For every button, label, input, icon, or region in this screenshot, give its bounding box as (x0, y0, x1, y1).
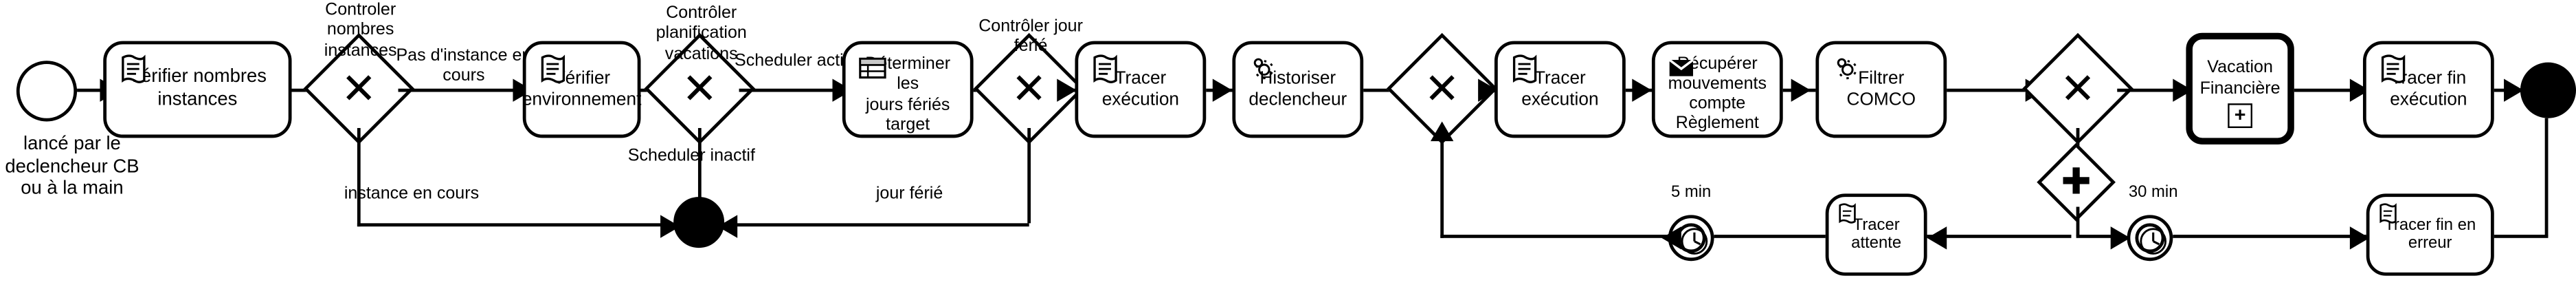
task-recuperer-mouvements-compte-reglement[interactable]: Récupérer mouvements compte Règlement (1651, 41, 1783, 138)
end-event-fill (2528, 70, 2568, 110)
arrowhead (1632, 78, 1652, 102)
send-task-icon (1665, 52, 1698, 85)
arrowhead (1661, 226, 1681, 250)
task-label: Tracer fin exécution (2390, 68, 2467, 109)
gateway-parallel[interactable]: ✚ (2037, 142, 2116, 222)
flow-gw3-down (1027, 128, 1031, 224)
task-label: Tracer attente (1851, 215, 1902, 253)
start-event[interactable] (16, 61, 78, 122)
end-event-fill (682, 205, 717, 240)
task-verifier-environnement[interactable]: Vérifier environnement (522, 41, 641, 138)
script-task-icon (2376, 202, 2399, 224)
task-label: Tracer exécution (1521, 68, 1599, 109)
flow-label-scheduler-actif: Scheduler actif (735, 50, 849, 71)
gateway-exclusive-icon: ✕ (1011, 63, 1047, 113)
task-label: Filtrer COMCO (1846, 68, 1916, 109)
flow-right-up-to-end (2544, 118, 2549, 237)
task-tracer-attente[interactable]: Tracer attente (1825, 193, 1927, 276)
timer-30min-label: 30 min (2128, 184, 2178, 202)
task-tracer-fin-en-erreur[interactable]: Tracer fin en erreur (2366, 193, 2494, 276)
flow-timer-30min-to-tracer-fin-erreur (2173, 235, 2366, 239)
arrowhead (1927, 226, 1947, 250)
timer-5min-label: 5 min (1670, 184, 1712, 202)
flow-gw1-to-verifier-environnement (398, 88, 523, 93)
script-task-icon (116, 52, 149, 85)
flow-junction-to-tracer-attente (1927, 235, 2072, 239)
flow-label-instance-en-cours: instance en cours (344, 184, 480, 204)
arrowhead (1478, 78, 1498, 102)
arrowhead (1791, 78, 1811, 102)
flow-tracer-fin-erreur-right (2494, 235, 2549, 239)
timer-outer-ring (2135, 223, 2165, 253)
gateway-exclusive-icon: ✕ (1424, 63, 1460, 113)
task-label: Historiser declencheur (1248, 68, 1347, 109)
flow-filtrer-to-gw-split (1947, 88, 2039, 93)
task-verifier-nombres-instances[interactable]: Vérifier nombres instances (103, 41, 292, 138)
flow-label-scheduler-inactif: Scheduler inactif (627, 146, 755, 166)
gateway-exclusive-icon: ✕ (341, 63, 377, 113)
arrowhead (717, 215, 738, 238)
flow-gw1-down-to-end-lower (356, 223, 675, 228)
gateway-controler-jour-ferie-label: Contrôler jour férié (978, 16, 1083, 56)
subprocess-label: Vacation Financière (2199, 58, 2281, 99)
gateway-controler-nombres-instances[interactable]: ✕ (303, 32, 415, 145)
task-filtrer-comco[interactable]: Filtrer COMCO (1815, 41, 1947, 138)
flow-label-pas-instance-en-cours: Pas d'instance en cours (396, 45, 532, 86)
flow-start-to-verifier-instances (77, 88, 104, 93)
end-event-lower[interactable] (673, 197, 725, 248)
task-label: Tracer fin en erreur (2384, 215, 2476, 253)
task-determiner-jours-feries-target[interactable]: Déterminer les jours fériés target (842, 41, 974, 138)
timer-event-30min[interactable] (2127, 215, 2173, 262)
arrowhead (1057, 78, 1077, 102)
start-event-label: lancé par le declencheur CB ou à la main (5, 134, 139, 199)
subprocess-vacation-financiere[interactable]: Vacation Financière + (2186, 32, 2294, 145)
flow-gw1-down (356, 128, 361, 227)
task-label: Vérifier nombres instances (128, 67, 267, 109)
flow-gw2-down (697, 128, 702, 224)
flow-parallel-down-to-bottom (2075, 206, 2080, 237)
gateway-exclusive-icon: ✕ (2059, 63, 2096, 113)
script-task-icon (1088, 52, 1121, 85)
task-tracer-execution-1[interactable]: Tracer exécution (1075, 41, 1207, 138)
gateway-parallel-icon: ✚ (2061, 160, 2092, 202)
script-task-icon (2376, 52, 2409, 85)
flow-bottom-to-merge1 (1440, 235, 1679, 239)
gateway-merge-1[interactable]: ✕ (1386, 32, 1498, 145)
gateway-controler-jour-ferie[interactable]: ✕ (973, 32, 1085, 145)
flow-vacation-to-tracer-fin-execution (2294, 88, 2363, 93)
end-event-main[interactable] (2520, 62, 2576, 118)
arrowhead (1430, 121, 1454, 142)
flow-merge1-up-from-bottom (1440, 128, 1444, 238)
task-tracer-fin-execution[interactable]: Tracer fin exécution (2362, 41, 2494, 138)
gateway-controler-planification-vacations[interactable]: ✕ (644, 32, 756, 145)
flow-label-jour-ferie: jour férié (875, 184, 943, 204)
flow-junction-to-timer-30min (2076, 235, 2119, 239)
clock-icon (2140, 228, 2167, 255)
task-historiser-declencheur[interactable]: Historiser declencheur (1232, 41, 1364, 138)
script-task-icon (1508, 52, 1541, 85)
gateway-controler-planification-vacations-label: Contrôler planification vacations (656, 3, 747, 64)
script-task-icon (1835, 202, 1858, 224)
flow-jour-ferie-to-end-lower (724, 223, 1029, 228)
gateway-controler-nombres-instances-label: Controler nombres instances (324, 0, 397, 61)
subprocess-expand-icon[interactable]: + (2228, 103, 2252, 129)
service-task-icon (1829, 52, 1862, 85)
flow-gw-split-to-vacation-financiere (2117, 88, 2186, 93)
service-task-icon (1245, 52, 1278, 85)
flow-tracer-attente-to-timer-5min (1714, 235, 1826, 239)
task-tracer-execution-2[interactable]: Tracer exécution (1494, 41, 1626, 138)
task-label: Tracer exécution (1101, 68, 1180, 109)
clock-icon (1681, 228, 1708, 255)
gateway-split-vacation[interactable]: ✕ (2022, 32, 2133, 145)
arrowhead (1212, 78, 1233, 102)
task-label: Récupérer mouvements compte Règlement (1668, 54, 1767, 134)
script-task-icon (536, 52, 569, 85)
gateway-exclusive-icon: ✕ (682, 63, 718, 113)
business-rule-task-icon (855, 52, 888, 85)
flow-gw2-to-determiner (739, 88, 842, 93)
